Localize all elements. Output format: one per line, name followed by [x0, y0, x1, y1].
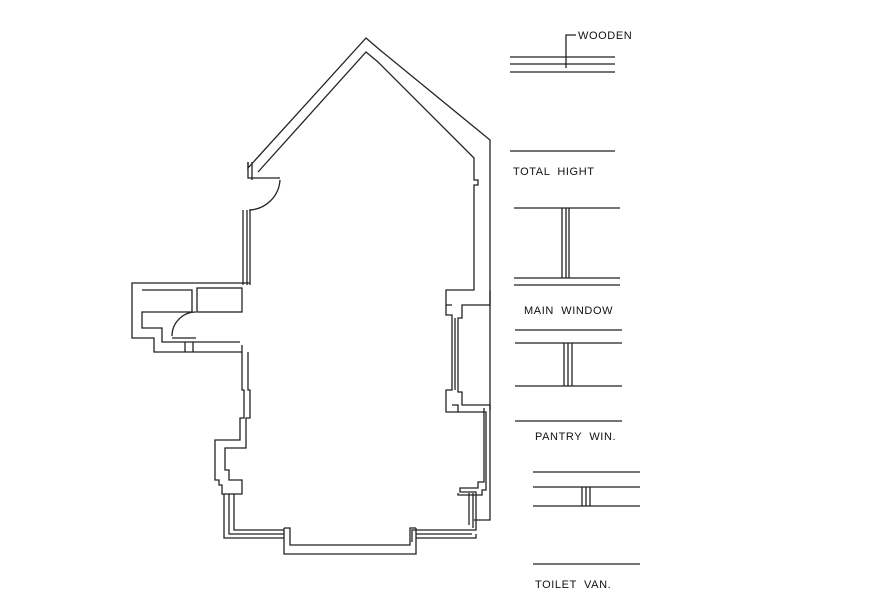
legend-graphics: [510, 34, 640, 565]
legend-label-pantry-window: PANTRY WIN.: [535, 431, 617, 443]
legend-label-total-height: TOTAL HIGHT: [513, 166, 595, 178]
legend-label-toilet-van: TOILET VAN.: [535, 579, 612, 591]
legend-label-main-window: MAIN WINDOW: [524, 305, 614, 317]
floor-plan: [131, 37, 491, 555]
legend-label-wooden: WOODEN: [578, 30, 633, 42]
